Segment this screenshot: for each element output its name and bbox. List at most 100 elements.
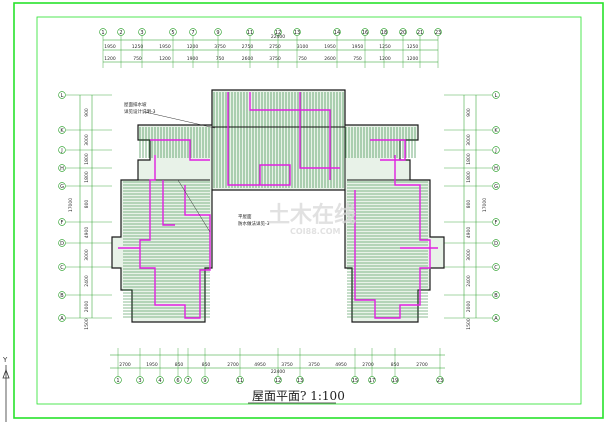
- dim-text: 2700: [416, 362, 428, 368]
- dim-text: 1950: [324, 44, 336, 50]
- dim-text: 900: [466, 108, 472, 117]
- axis-bubble: [293, 28, 301, 36]
- dim-text: 3100: [297, 44, 309, 50]
- axis-label-right: A: [494, 316, 498, 322]
- axis-label-bottom: 1: [116, 378, 119, 384]
- axis-label-top: 1: [101, 30, 104, 36]
- dim-text: 1950: [146, 362, 158, 368]
- ucs-icon: Y: [2, 356, 10, 422]
- axis-label-top: 9: [216, 30, 219, 36]
- axis-label-top: 3: [140, 30, 143, 36]
- axis-label-right: L: [495, 93, 498, 99]
- dim-text: 3000: [466, 134, 472, 146]
- axis-bubble: [58, 218, 66, 226]
- axis-bubble: [156, 376, 164, 384]
- dim-text: 4950: [335, 362, 347, 368]
- axis-bubble: [368, 376, 376, 384]
- dim-text: 1200: [379, 56, 391, 62]
- axis-bubble: [492, 146, 500, 154]
- axis-bubble: [99, 28, 107, 36]
- dim-text: 850: [202, 362, 211, 368]
- axis-label-right: B: [494, 293, 498, 299]
- dim-text: 4950: [254, 362, 266, 368]
- axis-bubble: [138, 28, 146, 36]
- axis-label-bottom: 11: [237, 378, 243, 384]
- dim-text: 1500: [84, 318, 90, 330]
- axis-label-bottom: 4: [158, 378, 161, 384]
- dim-text: 1200: [187, 44, 199, 50]
- axis-label-right: H: [494, 166, 498, 172]
- dim-text: 1250: [379, 44, 391, 50]
- axis-label-left: F: [61, 220, 64, 226]
- axis-bubble: [174, 376, 182, 384]
- axis-label-top: 20: [400, 30, 406, 36]
- watermark: 土木在线 COI88.COM: [268, 202, 356, 236]
- drainage-pipes: [118, 92, 438, 319]
- dim-text: 1200: [104, 56, 116, 62]
- axis-label-top: 5: [171, 30, 174, 36]
- axis-label-top: 7: [191, 30, 194, 36]
- axis-label-right: K: [494, 128, 498, 134]
- watermark-text: 土木在线: [268, 202, 356, 228]
- dim-text: 4900: [466, 227, 472, 239]
- dim-text: 3000: [84, 134, 90, 146]
- axis-label-bottom: 12: [275, 378, 281, 384]
- axis-label-right: D: [494, 241, 498, 247]
- axis-label-top: 14: [334, 30, 340, 36]
- note-text: 屋面排水坡: [124, 101, 147, 108]
- axis-bubble: [189, 28, 197, 36]
- axis-bubble: [492, 91, 500, 99]
- axis-bubble: [416, 28, 424, 36]
- dim-text: 2700: [362, 362, 374, 368]
- axis-label-bottom: 17: [369, 378, 375, 384]
- axis-label-left: A: [60, 316, 64, 322]
- axis-bubble: [58, 291, 66, 299]
- axis-label-right: J: [494, 148, 496, 154]
- dim-text: 1500: [466, 318, 472, 330]
- axis-bubble: [380, 28, 388, 36]
- axis-bubble: [296, 376, 304, 384]
- dim-text: 1800: [84, 171, 90, 183]
- leader-line: [144, 111, 216, 129]
- axis-bubble: [58, 182, 66, 190]
- axis-label-left: C: [60, 265, 64, 271]
- axis-label-left: H: [60, 166, 64, 172]
- axis-bubble: [274, 28, 282, 36]
- axis-bubble: [391, 376, 399, 384]
- axis-label-top: 12: [275, 30, 281, 36]
- axis-label-left: K: [60, 128, 64, 134]
- axis-bubble: [201, 376, 209, 384]
- axis-bubble: [492, 263, 500, 271]
- axis-label-bottom: 7: [186, 378, 189, 384]
- dim-text: 1900: [187, 56, 199, 62]
- axis-label-bottom: 19: [392, 378, 398, 384]
- dim-text: 1800: [466, 153, 472, 165]
- axis-bubble: [492, 126, 500, 134]
- axis-bubble: [58, 126, 66, 134]
- dim-text: 2000: [84, 301, 90, 313]
- axis-bubble: [361, 28, 369, 36]
- dim-text: 2000: [466, 301, 472, 313]
- dim-text: 750: [298, 56, 307, 62]
- axis-bubble: [492, 291, 500, 299]
- axis-label-left: B: [60, 293, 64, 299]
- dim-text: 3750: [281, 362, 293, 368]
- axis-label-top: 21: [417, 30, 423, 36]
- axis-bubble: [58, 263, 66, 271]
- drawing-title: 屋面平面? 1:100: [252, 389, 345, 403]
- dim-text: 800: [84, 200, 90, 209]
- axis-bubble: [399, 28, 407, 36]
- axis-bubble: [117, 28, 125, 36]
- dim-text: 4900: [84, 227, 90, 239]
- dim-text: 1200: [159, 56, 171, 62]
- axis-label-bottom: 6: [176, 378, 179, 384]
- axis-bubble: [492, 239, 500, 247]
- axis-label-left: D: [60, 241, 64, 247]
- dim-text: 2400: [466, 275, 472, 287]
- dim-text: 2750: [242, 44, 254, 50]
- axis-label-left: G: [60, 184, 64, 190]
- axis-bubble: [351, 376, 359, 384]
- axis-label-left: J: [60, 148, 62, 154]
